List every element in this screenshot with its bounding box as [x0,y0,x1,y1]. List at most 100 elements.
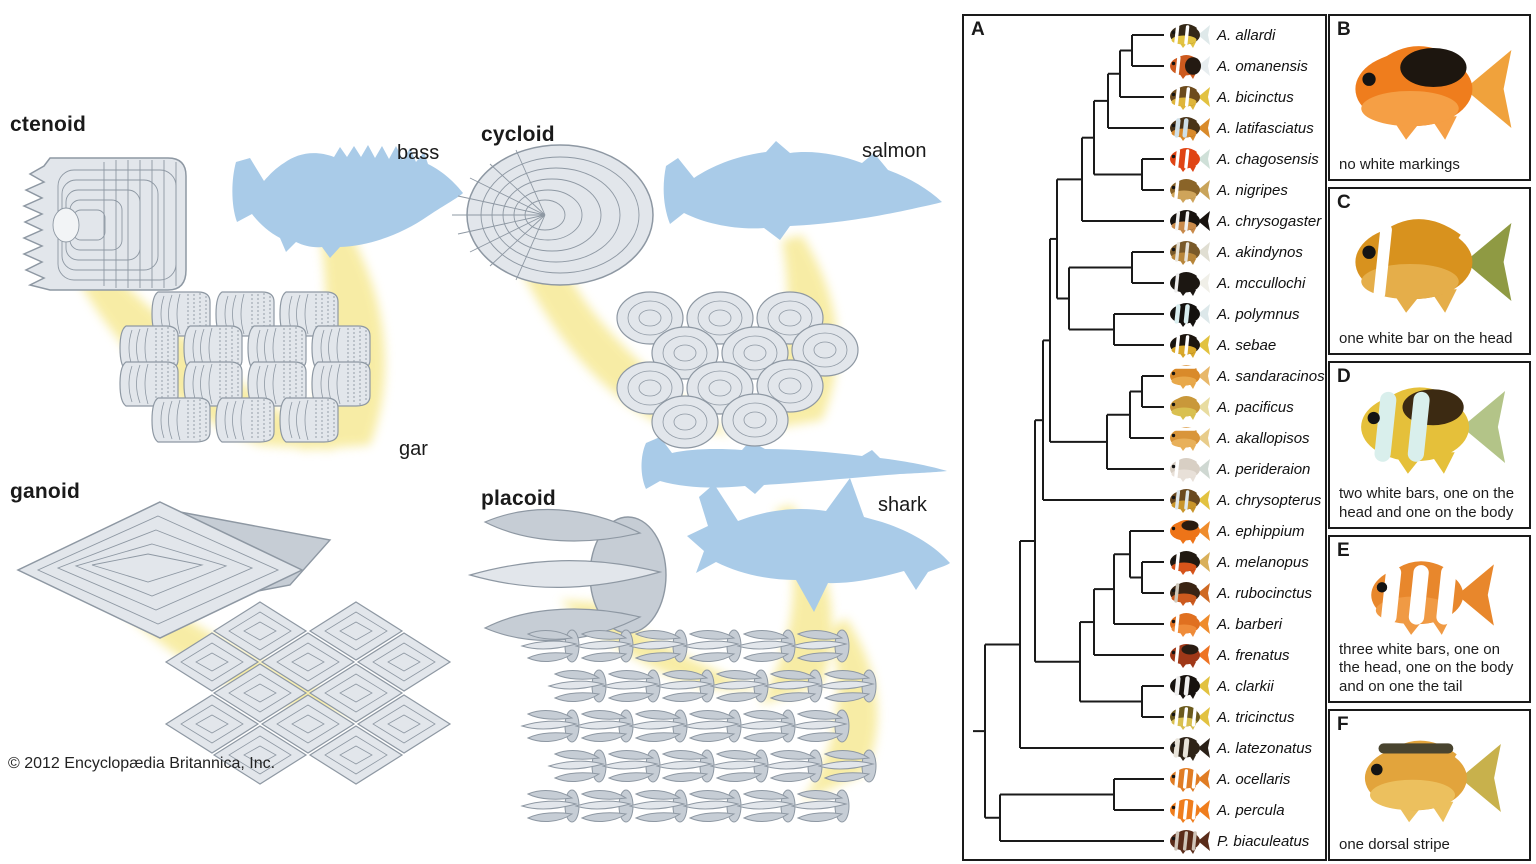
species-label: A. omanensis [1216,58,1308,75]
species-label: A. chagosensis [1216,151,1319,168]
species-label: A. chrysopterus [1216,492,1322,509]
fish-name-label-gar: gar [399,438,428,460]
category-panel-f: F one dorsal stripe [1328,709,1531,861]
fish-photo-three-bars [1371,561,1494,635]
clownfish-glyph [1170,396,1210,420]
clownfish-glyph [1170,334,1210,358]
fish-name-label-salmon: salmon [862,140,927,162]
species-label: A. tricinctus [1216,709,1295,726]
panel-caption-b: no white markings [1339,155,1460,173]
species-label: P. biaculeatus [1217,833,1310,850]
cycloid-scale-cluster [616,291,859,449]
placoid-scale-cluster [521,629,877,823]
panel-letter-b: B [1337,19,1351,40]
species-label: A. melanopus [1216,554,1309,571]
species-label: A. frenatus [1216,647,1290,664]
clownfish-glyph [1170,737,1210,761]
clownfish-glyph [1170,644,1210,668]
phylogenetic-tree: A. allardi A. omanensis A. bicinctus A. lat… [973,24,1325,854]
species-label: A. bicinctus [1216,89,1294,106]
panel-caption-c: one white bar on the head [1339,329,1513,347]
fish-name-label-shark: shark [878,494,927,516]
clownfish-glyph [1355,46,1512,140]
category-panel-e: E three white bars, one on the head, one… [1328,535,1531,703]
clownfish-glyph [1170,768,1210,792]
clownfish-glyph [1170,272,1210,296]
scale-type-label-ganoid: ganoid [10,480,81,503]
clownfish-glyph [1170,55,1210,79]
species-label: A. rubocinctus [1216,585,1313,602]
clownfish-glyph [1170,489,1210,513]
panel-caption-d: two white bars, one on the head and one … [1339,485,1515,521]
panel-letter-a: A [971,19,985,40]
species-label: A. chrysogaster [1216,213,1322,230]
fish-photo-two-bars [1361,387,1506,474]
clownfish-glyph [1170,24,1210,48]
species-label: A. pacificus [1216,399,1294,416]
shark-silhouette [687,478,950,612]
panel-letter-d: D [1337,366,1351,387]
panel-letter-f: F [1337,714,1349,735]
cycloid-scale-large [452,144,654,286]
species-label: A. ephippium [1216,523,1305,540]
panel-caption-f: one dorsal stripe [1339,835,1450,853]
clownfish-glyph [1361,387,1506,474]
panel-letter-c: C [1337,192,1351,213]
clownfish-glyph [1170,86,1210,110]
fish-photo-no-bars [1355,46,1512,140]
clownfish-glyph [1170,210,1210,234]
species-label: A. sandaracinos [1216,368,1325,385]
species-label: A. ocellaris [1216,771,1291,788]
ctenoid-scale-large [22,157,187,291]
species-label: A. allardi [1216,27,1276,44]
clownfish-glyph [1170,613,1210,637]
species-label: A. mccullochi [1216,275,1306,292]
clownfish-glyph [1170,551,1210,575]
species-label: A. latezonatus [1216,740,1313,757]
scale-diagram-art [16,141,950,823]
clownfish-glyph [1170,303,1210,327]
scale-type-label-placoid: placoid [481,487,556,510]
category-panel-c: C one white bar on the head [1328,187,1531,355]
panel-caption-e: three white bars, one on the head, one o… [1339,641,1514,695]
clownfish-glyph [1170,675,1210,699]
clownfish-glyph [1170,241,1210,265]
clownfish-glyph [1170,520,1210,544]
species-label: A. latifasciatus [1216,120,1314,137]
clownfish-glyph [1170,117,1210,141]
species-label: A. nigripes [1216,182,1288,199]
species-label: A. clarkii [1216,678,1274,695]
clownfish-glyph [1170,427,1210,451]
category-panel-d: D two white bars, one on the head and on… [1328,361,1531,529]
clownfish-glyph [1170,582,1210,606]
panel-letter-e: E [1337,540,1350,561]
copyright-notice: © 2012 Encyclopædia Britannica, Inc. [8,755,276,772]
species-label: A. polymnus [1216,306,1300,323]
clownfish-glyph [1170,830,1210,854]
scale-type-label-cycloid: cycloid [481,123,555,146]
category-panel-b: B no white markings [1328,14,1531,181]
species-label: A. percula [1216,802,1285,819]
clownfish-glyph [1170,148,1210,172]
species-label: A. sebae [1216,337,1276,354]
species-label: A. perideraion [1216,461,1310,478]
species-label: A. akallopisos [1216,430,1310,447]
bass-silhouette [232,145,463,258]
ctenoid-scale-cluster [119,291,371,443]
species-label: A. barberi [1216,616,1283,633]
clownfish-glyph [1364,740,1501,823]
fish-photo-one-bar [1355,219,1512,313]
species-label: A. akindynos [1216,244,1303,261]
phylogeny-panel: A A. allardi A. omanensis A. bicinctus A. l… [962,14,1327,861]
placoid-scale-large [467,509,667,641]
ganoid-scale-large [16,501,332,639]
scale-type-label-ctenoid: ctenoid [10,113,87,136]
salmon-silhouette [663,141,942,240]
clownfish-glyph [1170,458,1210,482]
clownfish-glyph [1355,219,1512,313]
clownfish-glyph [1170,365,1210,389]
clownfish-glyph [1170,179,1210,203]
fish-photo-dorsal-stripe [1364,740,1501,823]
clownfish-glyph [1170,706,1210,730]
